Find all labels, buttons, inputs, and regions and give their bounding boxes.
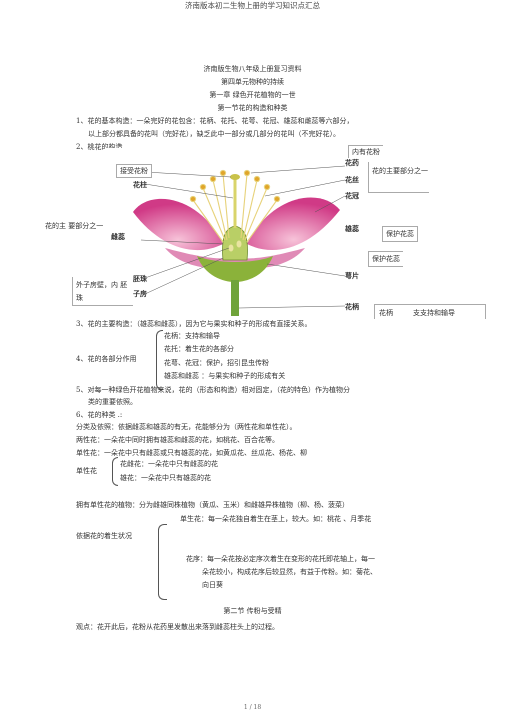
paragraph-6b: 两性花：一朵花中同时拥有雄蕊和雌蕊的花，如桃花、百合花等。 bbox=[76, 436, 279, 444]
paragraph-9: 观点：花开此后，花粉从花药里发散出来落到雌蕊柱头上的过程。 bbox=[76, 623, 279, 631]
unisexual-item: 雄花：一朵花中只有雄蕊的花 bbox=[120, 474, 211, 482]
label-pedicel: 花柄 bbox=[345, 302, 359, 311]
label-filament: 花丝 bbox=[345, 175, 359, 184]
functions-label: 4、花的各部分作用 bbox=[76, 355, 137, 363]
label-stamen: 雄蕊 bbox=[345, 224, 359, 233]
ovary bbox=[222, 225, 248, 261]
callout-ovary-wall: 外子房壁，内 胚珠 bbox=[72, 277, 133, 306]
label-ovary: 子房 bbox=[133, 289, 147, 298]
right-petal bbox=[247, 197, 340, 251]
doc-heading-4: 第一节花的构造和种类 bbox=[217, 104, 288, 112]
callout-contains-pollen: 内有花粉 bbox=[348, 145, 383, 158]
paragraph-5b: 类的重要依照。 bbox=[88, 398, 137, 406]
unisexual-item: 花雌花：一朵花中只有雌蕊的花 bbox=[120, 460, 218, 468]
paragraph-5: 5、对每一种绿色开花植物来说，花的（形态和构造）相对固定，（花的特色）作为植物分 bbox=[76, 386, 350, 394]
stamens bbox=[189, 169, 281, 243]
paragraph-6a: 分类及依照：依据雌蕊和雄蕊的有无，花能够分为（两性花和单性花）。 bbox=[76, 423, 297, 431]
label-petal: 花冠 bbox=[345, 191, 359, 200]
doc-heading-2: 第四单元物种的持续 bbox=[221, 78, 284, 86]
label-sepal: 萼片 bbox=[345, 271, 359, 280]
stigma bbox=[230, 174, 240, 180]
label-style: 花柱 bbox=[133, 180, 147, 189]
paragraph-7: 拥有单性花的植物：分为雌雄同株植物（黄瓜、玉米）和雌雄异株植物（柳、杨、菠菜） bbox=[76, 501, 349, 509]
document-page: 济南版生物八年级上册复习资料 第四单元物种的持续 第一章 绿色开花植物的一世 第… bbox=[0, 14, 505, 714]
paragraph-3: 3、花的主要构造：（雄蕊和雌蕊），因为它与果实和种子的形成有直接关系。 bbox=[76, 320, 312, 328]
left-petal bbox=[133, 198, 223, 251]
label-ovule: 胚珠 bbox=[133, 274, 147, 283]
function-item: 花柄：支持和输导 bbox=[164, 332, 220, 340]
peach-flower-figure: 柱头 花柱 雌蕊 胚珠 子房 花药 花丝 花冠 雄蕊 萼片 花柄 bbox=[105, 148, 365, 318]
pedicel bbox=[231, 280, 239, 316]
paragraph-1: 1、花的基本构造：一朵完好的花包含：花柄、花托、花萼、花冠、雄蕊和雌蕊等六部分， bbox=[76, 117, 354, 125]
arrangement-label: 依据花的着生状况 bbox=[76, 532, 132, 540]
function-item: 花托：着生花的各部分 bbox=[164, 345, 234, 353]
solitary-flower: 单生花：每一朵花独自着生在茎上，较大。如：桃花 、月季花 bbox=[180, 515, 372, 523]
inflorescence-line-1: 花序：每一朵花按必定序次着生在变形的花托即花轴上，每一 bbox=[186, 555, 375, 563]
paragraph-2: 2、桃花的构造 bbox=[76, 143, 123, 151]
callout-main-part-right: 花的主要部分之一 bbox=[368, 162, 429, 193]
flower-diagram-svg bbox=[133, 165, 346, 316]
ovule bbox=[236, 240, 242, 248]
section-2-heading: 第二节 传粉与受精 bbox=[223, 607, 282, 615]
callout-pedicel: 花柄 支支持和输导 bbox=[374, 304, 486, 319]
doc-heading-1: 济南版生物八年级上册复习资料 bbox=[203, 65, 302, 73]
unisexual-brace bbox=[112, 457, 118, 486]
paragraph-6c: 单性花：一朵花中只有雌蕊或只有雄蕊的花，如黄瓜花、丝瓜花、杨花、柳 bbox=[76, 449, 307, 457]
inflorescence-line-3: 向日葵 bbox=[202, 581, 223, 589]
paragraph-6: 6、花的种类 .: bbox=[76, 411, 123, 419]
document-title-bar: 济南版本初二生物上册的学习知识点汇总 bbox=[185, 1, 320, 10]
receptacle-sepal bbox=[197, 256, 273, 282]
leader-lines bbox=[140, 165, 346, 309]
paragraph-1b: 以上部分都具备的花叫（完好花），缺乏此中一部分或几部分的花叫（不完好花）。 bbox=[88, 130, 340, 138]
ovule bbox=[228, 244, 234, 252]
page-number: 1 / 18 bbox=[243, 704, 262, 711]
callout-receive-pollen: 接受花粉 bbox=[116, 164, 152, 178]
function-item: 花萼、花冠：保护，招引昆虫传粉 bbox=[164, 359, 269, 367]
label-pistil: 雌蕊 bbox=[111, 232, 125, 241]
label-anther: 花药 bbox=[345, 158, 359, 167]
inflorescence-line-2: 朵花较小，构成花序后较显然，有益于传粉。如：菊花、 bbox=[202, 568, 377, 576]
doc-heading-3: 第一章 绿色开花植物的一世 bbox=[209, 91, 296, 99]
function-item: 雄蕊和雌蕊 ：与果实和种子的形成有关 bbox=[164, 372, 286, 380]
arrangement-brace bbox=[158, 524, 167, 600]
callout-protect-2: 保护花蕊 bbox=[368, 251, 403, 267]
style bbox=[233, 178, 237, 228]
callout-protect-1: 保护花蕊 bbox=[382, 226, 418, 242]
functions-brace bbox=[156, 330, 163, 390]
unisexual-label: 单性花 bbox=[76, 467, 97, 475]
callout-main-part-left: 花的主 要部分之一 bbox=[45, 222, 104, 230]
